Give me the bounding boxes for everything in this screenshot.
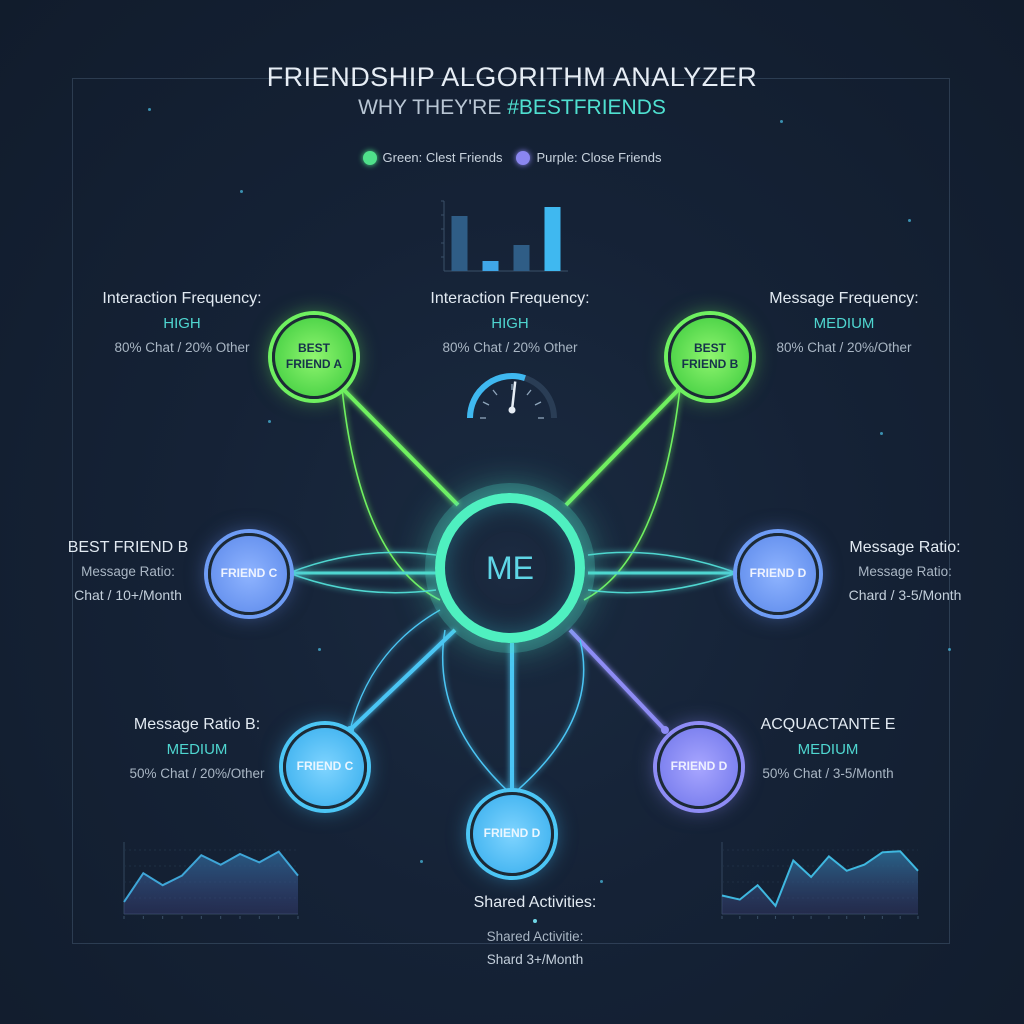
label-low-left-level: MEDIUM [166,741,228,758]
legend-item-green: Green: Clest Friends [362,150,503,165]
subtitle-prefix: WHY THEY'RE [358,96,508,119]
label-top-left-level: HIGH [163,315,201,332]
curve-left-mid-2 [288,572,437,594]
curve-bottom-b [511,639,585,796]
label-mid-left-detail: Chat / 10+/Month [74,586,182,603]
curve-right-mid [587,551,738,574]
label-top-right-level: MEDIUM [813,315,875,332]
label-low-left-detail: 50% Chat / 20%/Other [129,765,265,781]
label-low-right-level: MEDIUM [797,741,859,758]
label-bottom-head: Shared Activities: [473,894,597,911]
area-chart-right [721,842,919,919]
label-top-center: Interaction Frequency: HIGH 80% Chat / 2… [410,289,610,357]
curve-best-a [341,387,441,601]
node-best-friend-a[interactable]: BEST FRIEND A [272,315,356,399]
label-top-left: Interaction Frequency: HIGH 80% Chat / 2… [92,289,272,357]
label-top-right-head: Message Frequency: [769,290,919,307]
link-best-b [564,386,682,507]
legend: Green: Clest Friends Purple: Close Frien… [0,150,1024,165]
label-mid-left: BEST FRIEND B Message Ratio: Chat / 10+/… [48,538,208,604]
label-mid-right: Message Ratio: Message Ratio: Chard / 3-… [825,538,985,604]
legend-green-label: Green: Clest Friends [382,150,503,165]
bar-mark [544,207,561,271]
area-fill [124,851,298,914]
area-line [721,850,919,908]
label-low-left: Message Ratio B: MEDIUM 50% Chat / 20%/O… [112,715,282,783]
legend-purple-label: Purple: Close Friends [536,150,662,165]
joint-dot [661,726,669,734]
node-friend-lower-right[interactable]: FRIEND D [657,725,741,809]
label-top-right-detail: 80% Chat / 20%/Other [776,339,912,355]
curve-left-mid [288,551,437,574]
label-mid-right-detail: Chard / 3-5/Month [848,586,962,603]
label-mid-left-head: BEST FRIEND B [67,539,189,556]
gauge-meter [467,373,557,419]
node-friend-right-mid[interactable]: FRIEND D [737,533,819,615]
node-best-friend-b[interactable]: BEST FRIEND B [668,315,752,399]
node-friend-lower-left[interactable]: FRIEND C [283,725,367,809]
center-node-me[interactable]: ME [435,493,585,643]
label-top-left-head: Interaction Frequency: [102,290,262,307]
link-lower-left [348,628,457,732]
curve-bottom-a [441,629,513,796]
legend-item-purple: Purple: Close Friends [516,150,661,165]
label-top-left-detail: 80% Chat / 20% Other [114,339,250,355]
node-friend-left-mid[interactable]: FRIEND C [208,533,290,615]
label-mid-left-sub: Message Ratio: [81,564,175,579]
label-top-center-head: Interaction Frequency: [430,290,590,307]
green-dot-icon [362,150,377,165]
label-low-right-detail: 50% Chat / 3-5/Month [762,765,894,781]
area-chart-left [123,842,299,919]
bar-mark [451,216,468,271]
label-top-right: Message Frequency: MEDIUM 80% Chat / 20%… [754,289,934,357]
label-low-right-head: ACQUACTANTE E [760,716,896,733]
label-low-left-head: Message Ratio B: [133,716,261,733]
purple-dot-icon [516,150,531,165]
bar-mark [482,261,499,271]
area-fill [722,851,918,914]
outer-frame [72,78,950,944]
curve-right-mid-2 [587,572,738,594]
label-low-right: ACQUACTANTE E MEDIUM 50% Chat / 3-5/Mont… [738,715,918,783]
curve-lower-left [349,609,441,731]
bar-mark [513,245,530,271]
label-bottom-detail: Shard 3+/Month [486,951,584,967]
label-bottom: Shared Activities: Shared Activitie: Sha… [430,893,640,969]
subtitle-accent: #BESTFRIENDS [507,96,666,119]
page-subtitle: WHY THEY'RE #BESTFRIENDS [0,96,1024,120]
label-top-center-level: HIGH [491,315,529,332]
curve-best-b [583,387,681,601]
label-top-center-detail: 80% Chat / 20% Other [442,339,578,355]
bar-chart [441,200,568,272]
page-title: FRIENDSHIP ALGORITHM ANALYZER [266,62,758,92]
link-best-a [340,386,460,507]
label-mid-right-head: Message Ratio: [849,539,961,556]
area-line [123,850,299,903]
label-mid-right-sub: Message Ratio: [858,564,952,579]
node-friend-bottom[interactable]: FRIEND D [470,792,554,876]
label-bottom-sub: Shared Activitie: [486,929,584,944]
link-lower-right [568,628,667,732]
small-dot-icon [533,919,537,923]
